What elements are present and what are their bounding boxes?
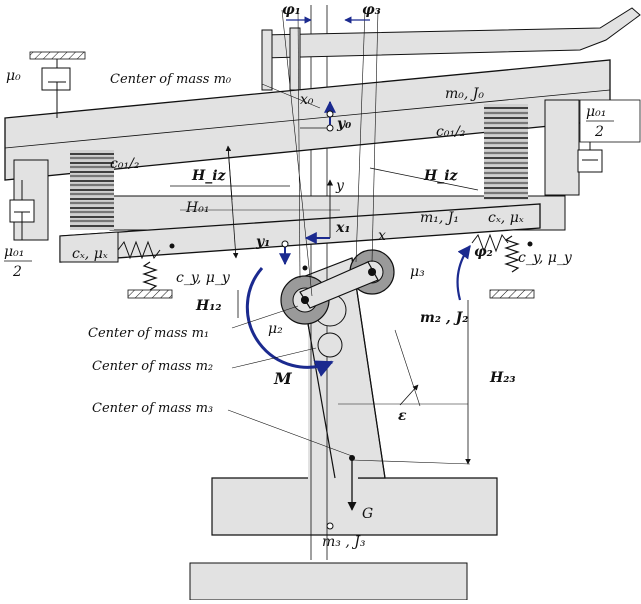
label-x0: x₀ [300,92,314,108]
spring-cy-right [489,235,535,299]
damper-left [9,180,35,240]
spring-c01-right [484,104,528,200]
label-M: M [273,369,293,388]
label-m1J1: m₁, J₁ [420,210,459,226]
label-mu3: μ₃ [410,264,425,280]
label-cx-mux-left: cₓ, μₓ [72,246,108,262]
label-Hiz-left: H_iz [191,168,227,184]
feed-chute [261,7,641,91]
label-center-m1: Center of mass m₁ [88,326,209,341]
label-x-axis: x [378,228,386,244]
label-center-m0: Center of mass m₀ [110,72,232,87]
label-cy-muy-left: c_y, μ_y [176,270,231,286]
side-post-right [544,99,580,196]
label-m0J0: m₀, J₀ [445,86,484,102]
label-mu2: μ₂ [268,321,283,337]
label-mu01-left-den: 2 [12,264,22,280]
base-block [189,562,468,601]
label-Hiz-right: H_iz [423,168,459,184]
label-cx-mux-right: cₓ, μₓ [488,210,524,226]
label-y0: y₀ [336,116,351,132]
label-cy-muy-right: c_y, μ_y [518,250,573,266]
spring-c01-left [70,150,114,230]
label-mu0: μ₀ [6,68,21,84]
label-c01-left: c₀₁/₂ [110,156,140,172]
label-center-m3: Center of mass m₃ [92,401,213,416]
spring-cx-left [117,240,161,260]
label-mu01-left: μ₀₁ [4,244,24,260]
label-G: G [362,506,373,522]
label-epsilon: ε [398,408,407,424]
label-mu01-right: μ₀₁ [586,104,606,120]
spring-cx-right [471,233,509,253]
label-mu01-right-den: 2 [594,124,604,140]
spring-cy-left [127,261,173,299]
label-m2J2: m₂ , J₂ [420,310,468,326]
label-phi1: φ₁ [282,2,301,18]
damper-mu0 [29,51,86,118]
label-c01-right: c₀₁/₂ [436,124,466,140]
label-H12: H₁₂ [195,298,222,314]
label-H23: H₂₃ [489,370,516,386]
label-H01: H₀₁ [185,200,209,216]
label-x1: x₁ [335,220,350,236]
pendulum-m3 [211,257,498,536]
label-phi3: φ₃ [362,2,381,18]
label-m3J3: m₃ , J₃ [322,534,366,550]
label-y-axis: y [335,178,345,194]
label-y1: y₁ [255,234,270,250]
label-center-m2: Center of mass m₂ [92,359,213,374]
label-phi2: φ₂ [474,244,493,260]
